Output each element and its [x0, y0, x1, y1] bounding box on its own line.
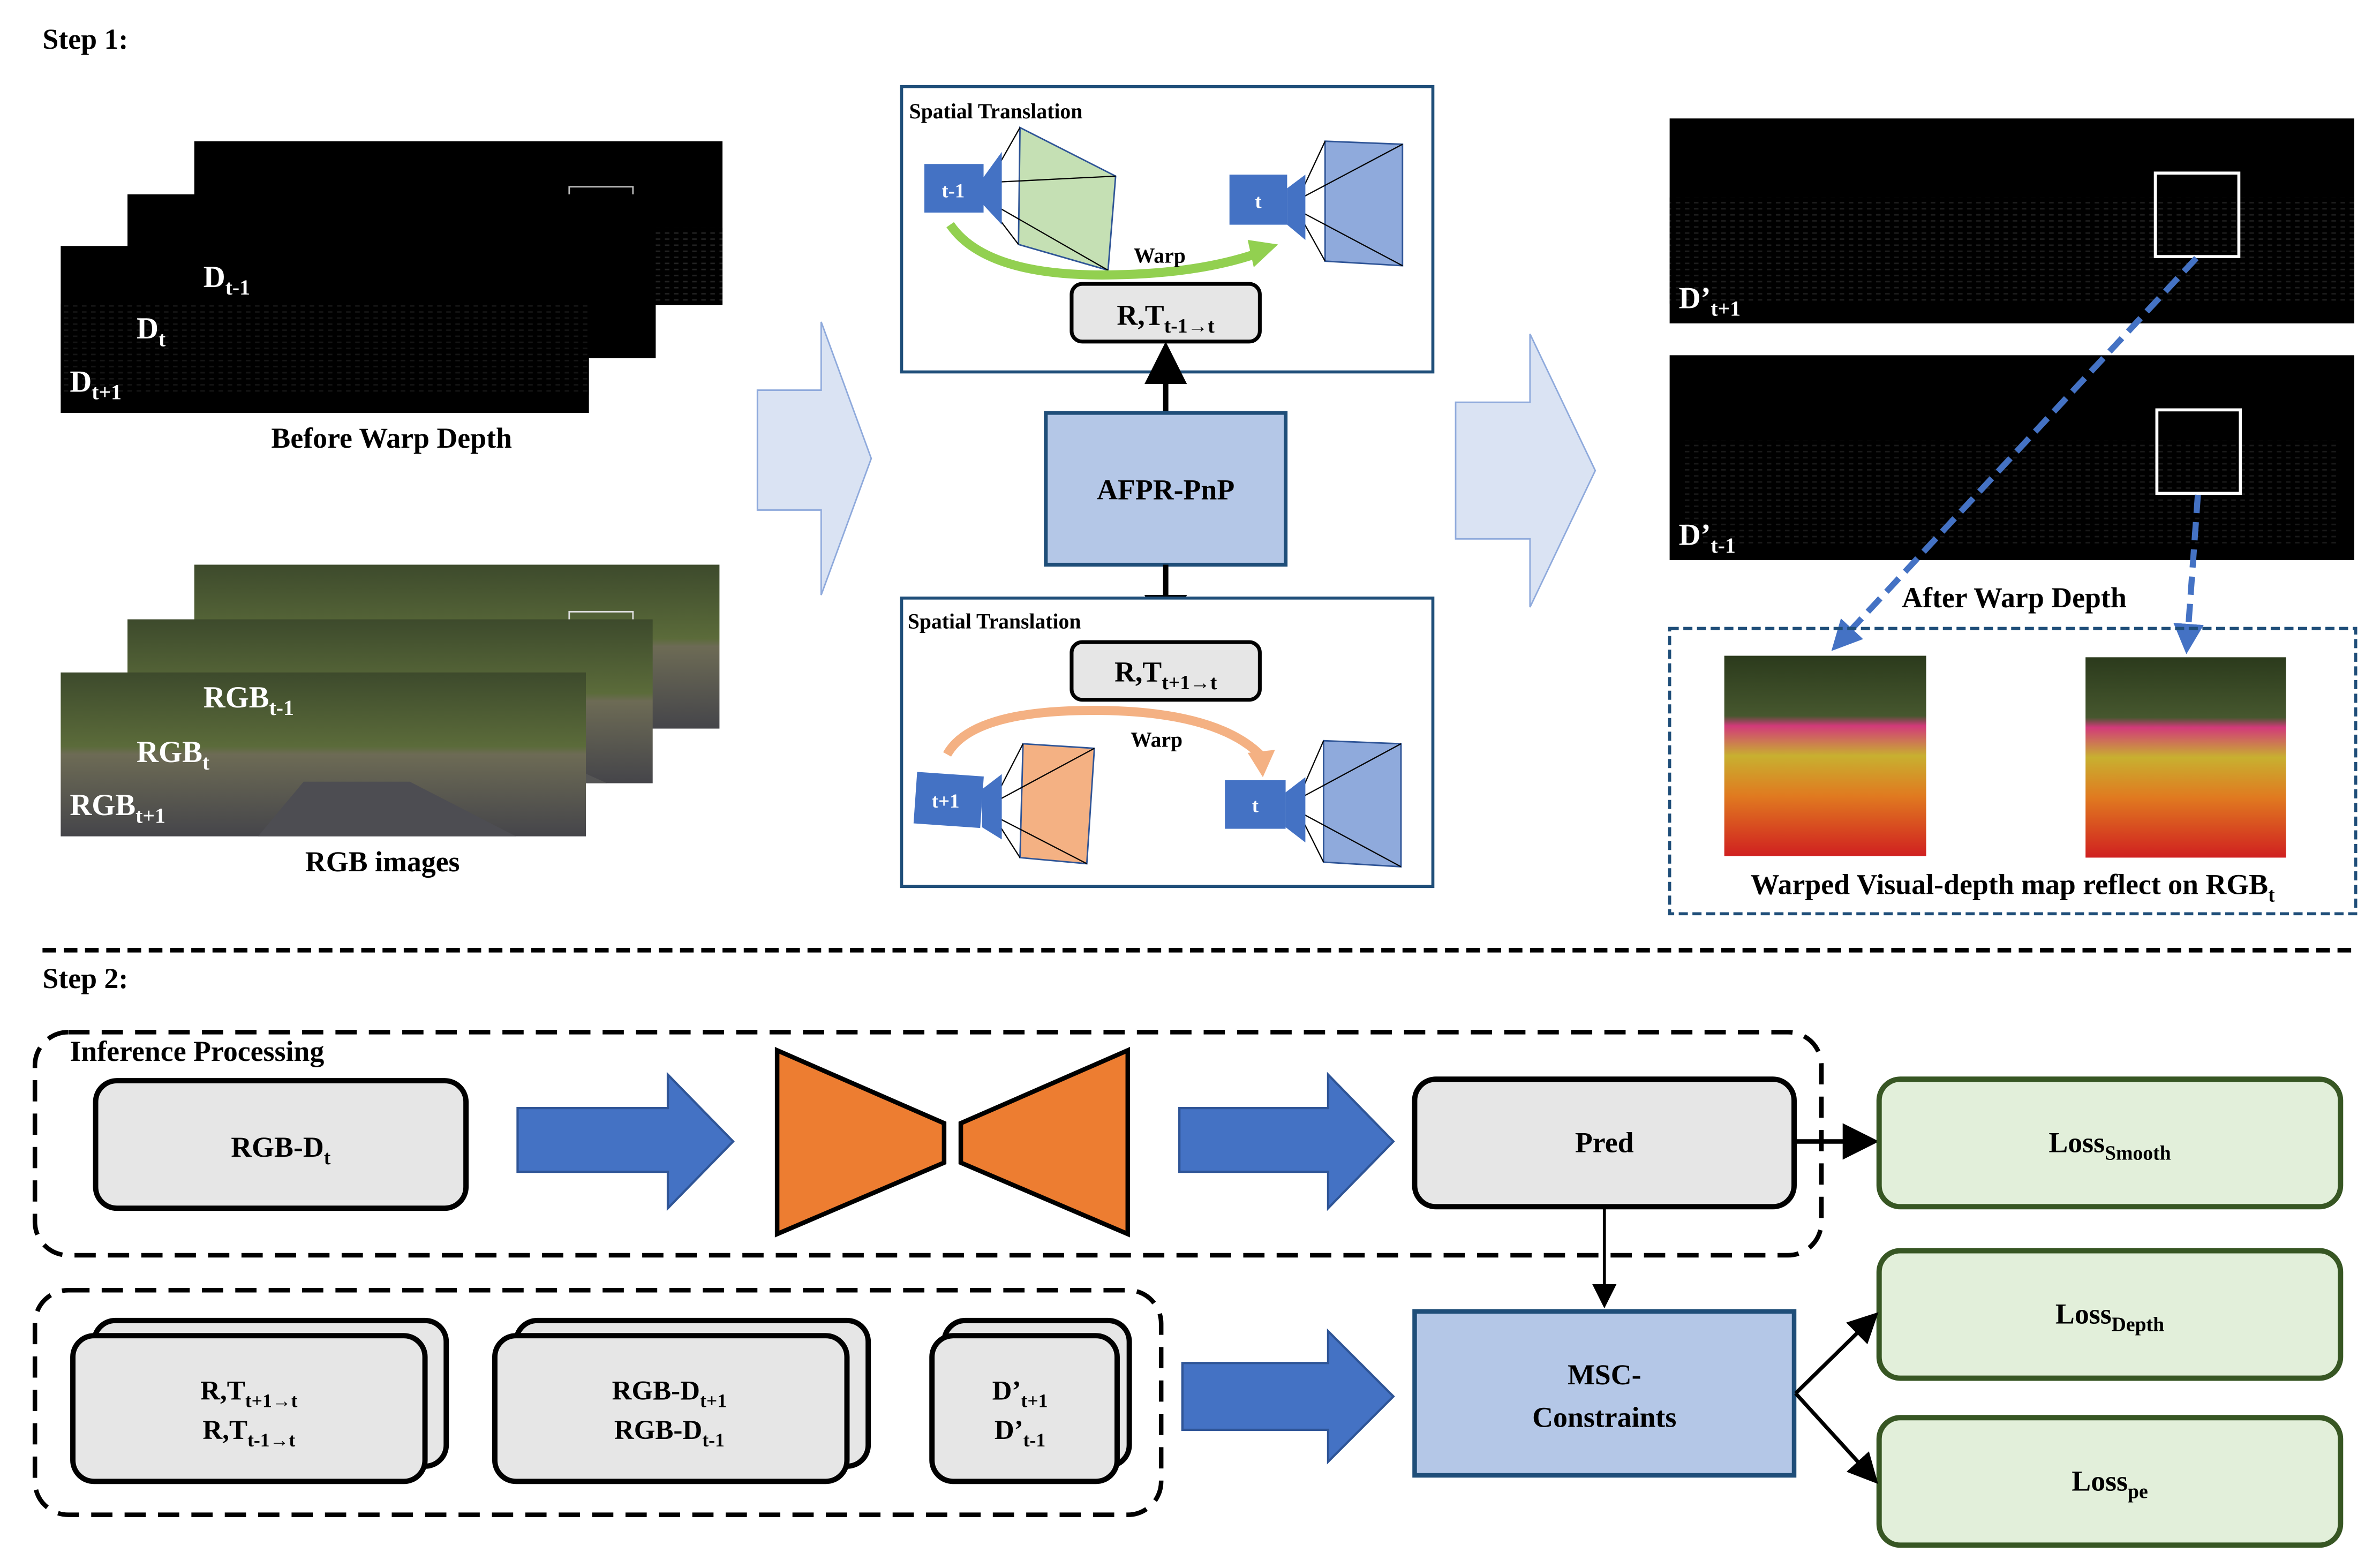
before-warp-caption: Before Warp Depth — [271, 422, 512, 454]
warp-arrow-orange — [943, 706, 1263, 758]
loss-depth-box — [1876, 1248, 2344, 1381]
pred-box — [1412, 1076, 1797, 1210]
camera-dst-icon — [1225, 780, 1286, 829]
warp-arrow-green — [946, 222, 1259, 280]
camera-src-icon — [913, 772, 984, 828]
decoder-icon — [958, 1046, 1131, 1238]
arrow-msc-to-depth — [1794, 1312, 1879, 1395]
depth-label-t: Dt — [137, 312, 166, 351]
frustum-dst — [1322, 740, 1402, 868]
afpr-pnp-box — [1044, 411, 1288, 567]
spatial-translation-bottom: Spatial Translation R,Tt+1→t Warp t+1 t — [900, 596, 1435, 888]
dprime-input-stack: D’t+1 D’t-1 — [929, 1317, 1132, 1484]
camera-src-label: t-1 — [942, 180, 965, 202]
loss-pe-label: Losspe — [2072, 1465, 2148, 1503]
before-warp-depth-stack: Dt-1 Dt Dt+1 Before Warp Depth — [61, 141, 723, 454]
dprime-input-line1: D’t+1 — [992, 1376, 1048, 1411]
rt-input-line2: R,Tt-1→t — [202, 1415, 295, 1451]
spatial-translation-top: Spatial Translation t-1 t Warp R,Tt-1→t — [900, 85, 1435, 374]
pred-label: Pred — [1575, 1126, 1634, 1158]
warped-caption: Warped Visual-depth map reflect on RGBt — [1751, 868, 2275, 906]
rt-label-bottom: R,Tt+1→t — [1114, 656, 1217, 694]
afpr-pnp-label: AFPR-PnP — [1097, 474, 1234, 506]
msc-constraints-box — [1412, 1309, 1797, 1478]
rgbd-input-stack: RGB-Dt+1 RGB-Dt-1 — [492, 1317, 871, 1484]
dprime-label-t-1: D’t-1 — [1679, 518, 1736, 557]
rgb-image-stack: RGBt-1 RGBt RGBt+1 RGB images — [61, 564, 720, 878]
warped-visual-depth-panel: Warped Visual-depth map reflect on RGBt — [1668, 627, 2358, 916]
rt-input-stack: R,Tt+1→t R,Tt-1→t — [70, 1317, 449, 1484]
camera-dst-label: t — [1255, 190, 1262, 212]
flow-arrow-icon — [516, 1072, 735, 1211]
after-warp-depth: D’t+1 D’t-1 After Warp Depth — [1669, 118, 2354, 654]
encoder-decoder-network — [774, 1046, 1131, 1238]
warped-crop-left — [1724, 655, 1926, 856]
depth-label-t-1: Dt-1 — [204, 260, 250, 299]
roi-box — [2153, 171, 2241, 258]
dashed-arrow-to-crop-right — [2173, 494, 2204, 654]
inference-label: Inference Processing — [70, 1035, 324, 1067]
camera-dst-icon — [1229, 175, 1287, 225]
dprime-input-line2: D’t-1 — [995, 1415, 1045, 1451]
rt-label-top: R,Tt-1→t — [1117, 299, 1215, 337]
supervision-inputs-container — [32, 1287, 1164, 1517]
spatial-translation-title: Spatial Translation — [909, 100, 1083, 123]
rgbd-label: RGB-Dt — [231, 1131, 330, 1169]
warp-label: Warp — [1131, 728, 1183, 752]
loss-depth-label: LossDepth — [2055, 1298, 2164, 1336]
after-warp-caption: After Warp Depth — [1902, 582, 2127, 614]
warp-label: Warp — [1134, 244, 1186, 267]
roi-box — [2155, 408, 2242, 495]
spatial-translation-title: Spatial Translation — [908, 609, 1081, 633]
rgb-label-t+1: RGBt+1 — [70, 788, 165, 827]
step2-title: Step 2: — [42, 962, 128, 994]
warped-crop-right — [2085, 657, 2286, 858]
flow-arrow-icon — [1181, 1328, 1395, 1465]
rgb-caption: RGB images — [305, 846, 460, 878]
camera-dst-label: t — [1252, 794, 1259, 816]
rgb-label-t: RGBt — [137, 735, 210, 774]
loss-smooth-box — [1876, 1076, 2344, 1210]
loss-smooth-label: LossSmooth — [2048, 1126, 2171, 1164]
dprime-label-t+1: D’t+1 — [1679, 281, 1741, 320]
frustum-src — [1019, 743, 1095, 865]
chevron-arrow-left-icon — [756, 321, 872, 595]
flow-arrow-icon — [1178, 1072, 1395, 1211]
msc-label-line2: Constraints — [1532, 1401, 1676, 1433]
chevron-arrow-right-icon — [1455, 334, 1596, 608]
dashed-arrow-to-crop-left — [1831, 256, 2199, 651]
loss-pe-box — [1876, 1415, 2344, 1548]
rt-box-bottom — [1070, 640, 1262, 702]
depth-label-t+1: Dt+1 — [70, 365, 122, 404]
msc-label-line1: MSC- — [1568, 1359, 1641, 1391]
rgb-label-t-1: RGBt-1 — [204, 681, 294, 720]
rt-input-line1: R,Tt+1→t — [200, 1376, 297, 1411]
encoder-icon — [774, 1046, 947, 1238]
rgbd-input-box — [93, 1078, 469, 1211]
camera-src-icon — [924, 164, 984, 213]
arrow-msc-to-pe — [1794, 1392, 1878, 1484]
frustum-dst — [1324, 140, 1404, 267]
rgbd-input-line1: RGB-Dt+1 — [612, 1376, 727, 1411]
rgbd-input-line2: RGB-Dt-1 — [614, 1415, 725, 1451]
camera-src-label: t+1 — [932, 790, 960, 812]
step1-title: Step 1: — [42, 23, 128, 55]
